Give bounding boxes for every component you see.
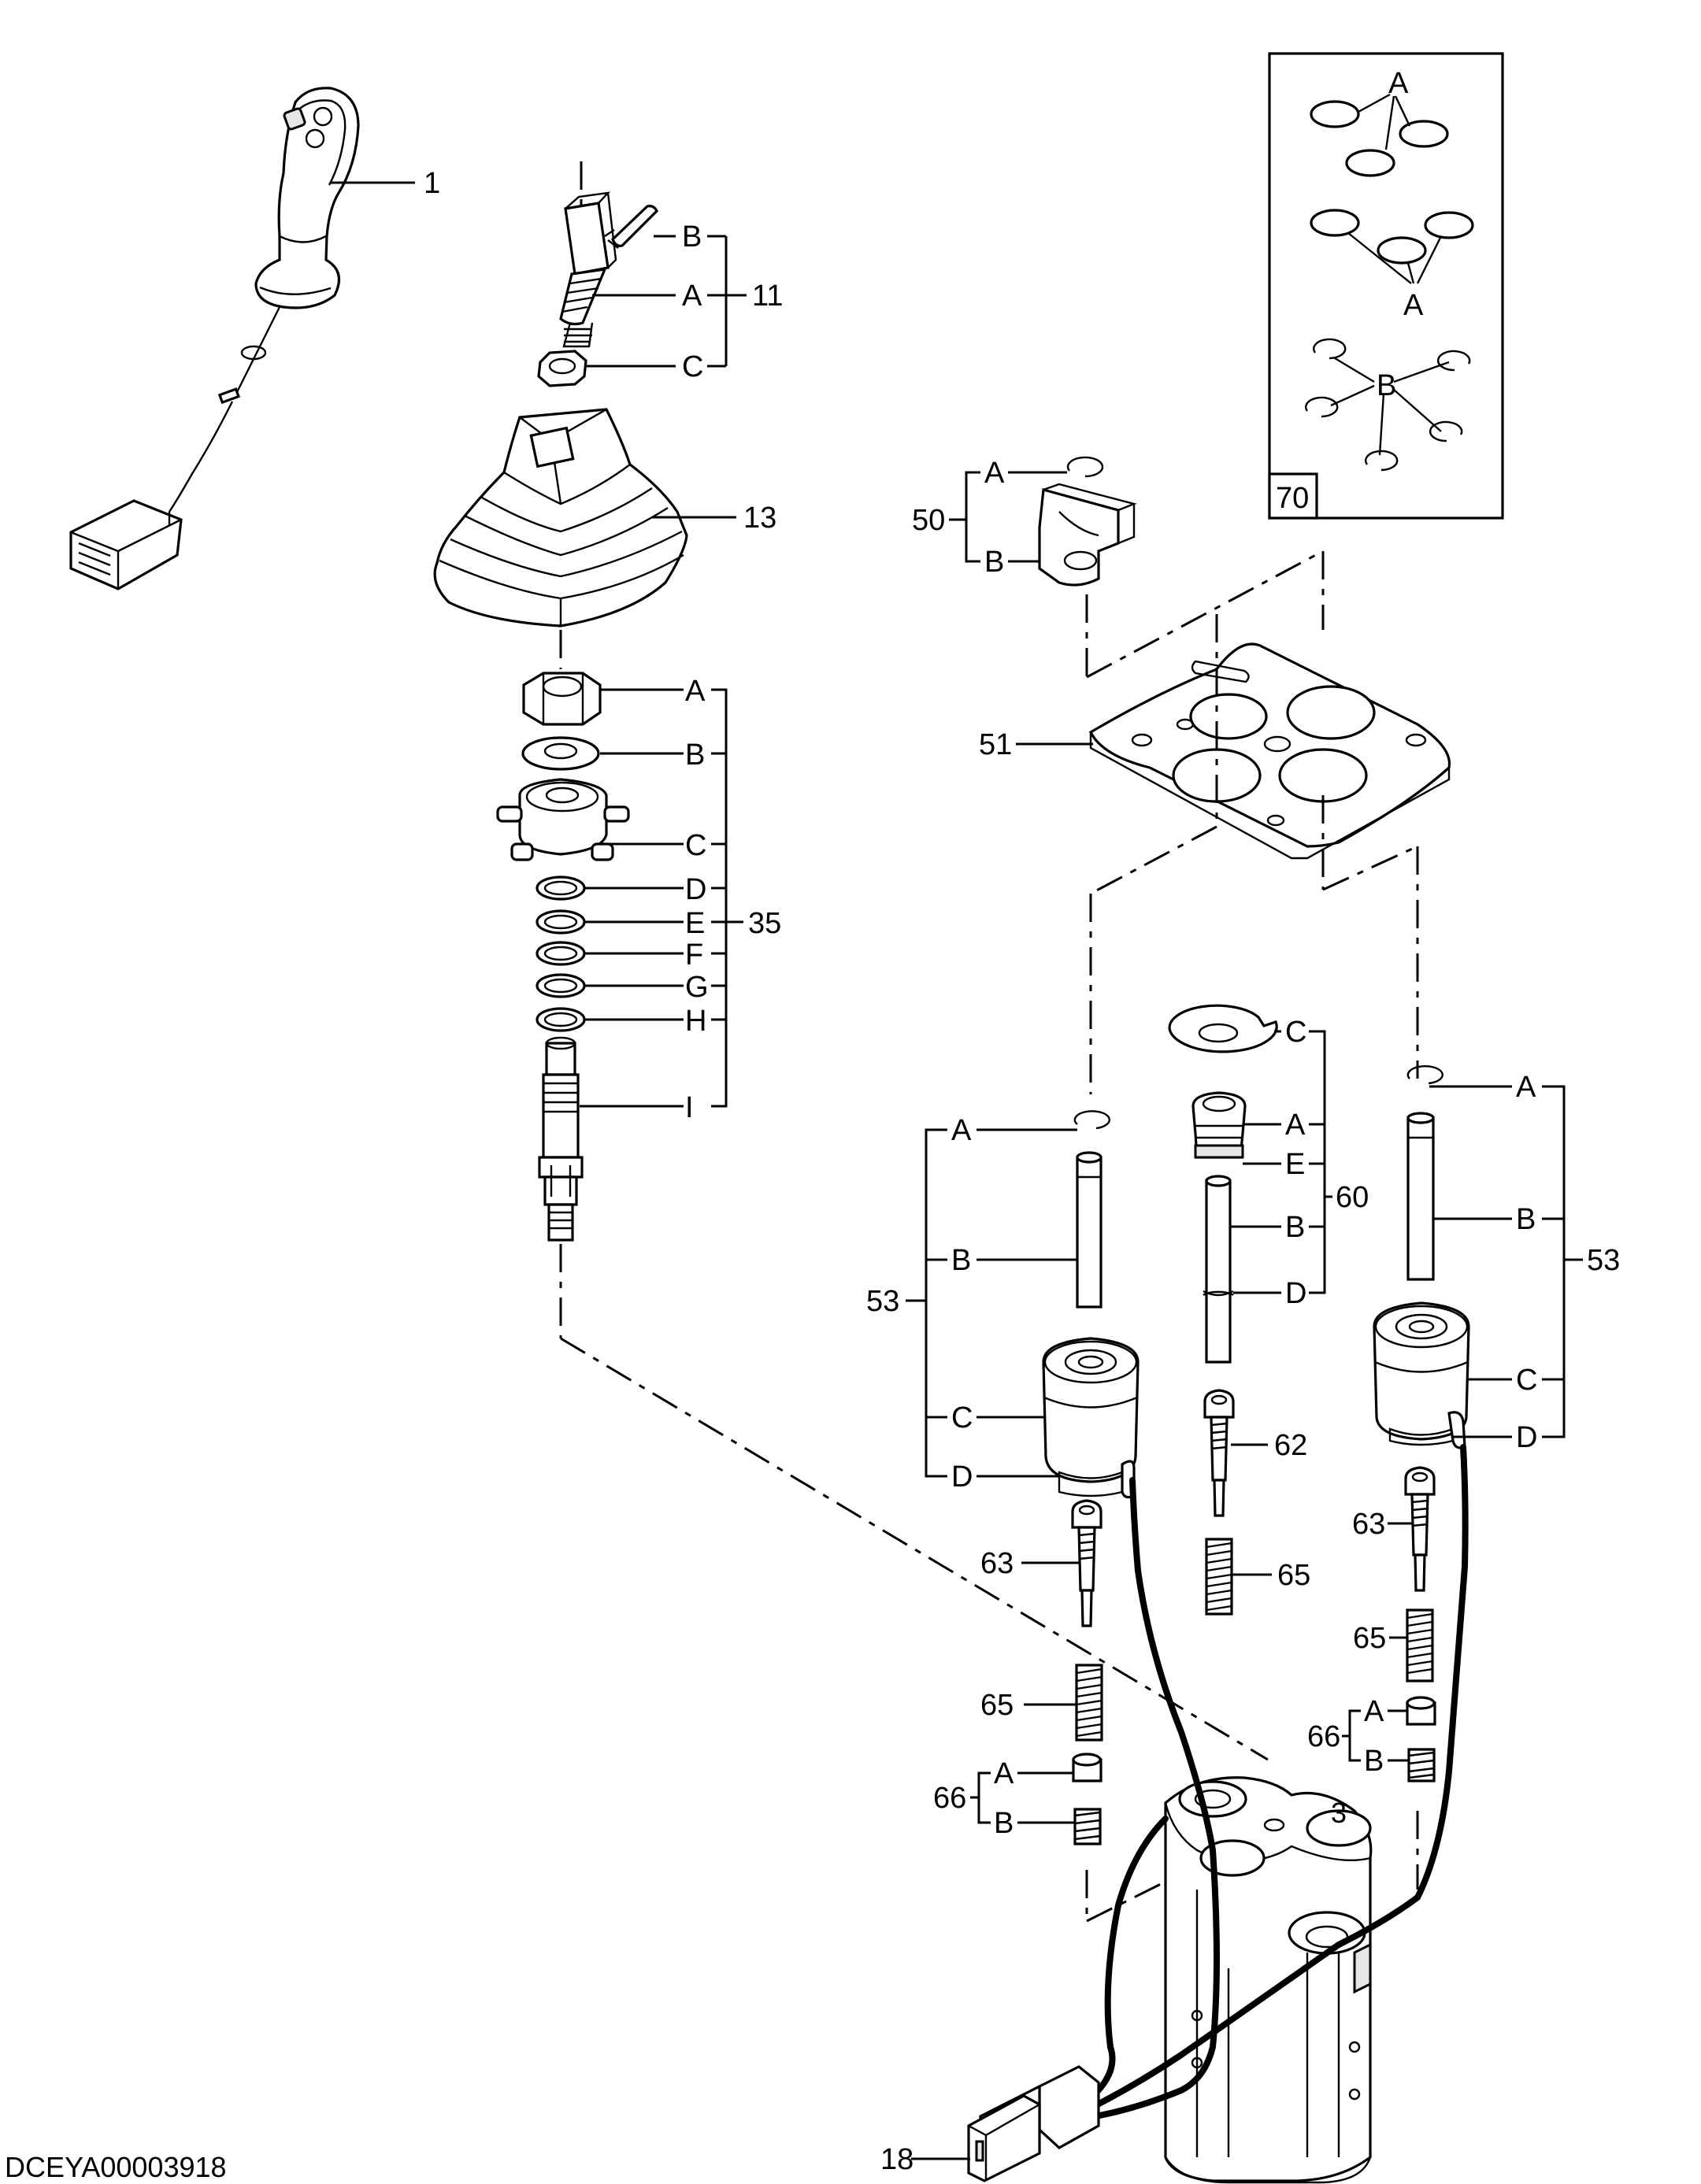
callout-35-letter-g: G — [685, 971, 709, 1004]
callout-50: 50 A B — [912, 457, 1067, 579]
callout-35: A B C D E F G H I 35 — [580, 675, 781, 1124]
callout-53-right-letter-d: D — [1516, 1421, 1537, 1454]
callout-60-letter-a: A — [1285, 1109, 1306, 1142]
spring-center — [1205, 1538, 1233, 1616]
callout-65-left: 65 — [980, 1689, 1077, 1722]
cover-plate — [1088, 614, 1451, 1094]
screws — [1071, 1389, 1436, 1627]
callout-65-left-label: 65 — [980, 1689, 1014, 1722]
callout-35-letter-b: B — [685, 738, 705, 772]
callout-13: 13 — [652, 502, 776, 535]
lever-adapter — [537, 161, 658, 387]
callout-60: C A E B D 60 — [1230, 1016, 1369, 1310]
callout-66-right-letter-a: A — [1364, 1695, 1384, 1728]
callout-53-right-letter-c: C — [1516, 1364, 1537, 1397]
callout-35-letter-c: C — [685, 829, 706, 862]
callout-53-right-letter-b: B — [1516, 1203, 1536, 1236]
callout-66-left: 66 A B — [933, 1757, 1075, 1840]
callout-35-letter-i: I — [685, 1091, 694, 1124]
callout-53-left-label: 53 — [866, 1285, 899, 1318]
callout-53-right-letter-a: A — [1516, 1071, 1536, 1104]
callout-35-letter-d: D — [685, 873, 706, 906]
callout-53-left-letter-d: D — [951, 1460, 973, 1494]
diagram-code: DCEYA00003918 — [5, 2151, 227, 2183]
callout-70-label: 70 — [1276, 482, 1309, 515]
callout-70-letter-b: B — [1377, 369, 1396, 402]
callout-50-letter-a: A — [984, 457, 1005, 490]
svg-text:3: 3 — [1331, 1797, 1347, 1829]
callout-53-left: 53 A B C D — [866, 1114, 1077, 1494]
callout-66-right: 66 A B — [1307, 1695, 1409, 1778]
callout-65-right: 65 — [1353, 1622, 1407, 1655]
callout-65-center: 65 — [1232, 1559, 1310, 1592]
callout-53-left-letter-b: B — [951, 1244, 971, 1277]
callout-60-label: 60 — [1336, 1181, 1369, 1214]
callout-63-right: 63 — [1352, 1508, 1414, 1541]
callout-50-label: 50 — [912, 504, 945, 537]
callout-63-left: 63 — [980, 1547, 1080, 1580]
inset-box-70: 70 A A B — [1268, 52, 1504, 520]
callout-51-label: 51 — [979, 728, 1012, 761]
rubber-boot — [433, 408, 688, 669]
mounting-bracket — [1038, 456, 1325, 679]
callout-35-letter-f: F — [685, 938, 703, 972]
valve-body: 3 — [1085, 1776, 1419, 2184]
joystick-handle — [69, 87, 360, 590]
spring-left — [1075, 1664, 1103, 1742]
callout-70-letter-a-top: A — [1388, 67, 1409, 100]
lever-base-assembly — [496, 672, 1269, 1761]
center-valve-assembly — [1168, 1004, 1278, 1364]
callout-18-label: 18 — [880, 2143, 914, 2176]
callout-51: 51 — [979, 728, 1093, 761]
callout-63-right-label: 63 — [1352, 1508, 1385, 1541]
callout-11-label: 11 — [752, 279, 783, 313]
callout-18: 18 — [880, 2143, 970, 2176]
callout-66-left-letter-a: A — [994, 1757, 1014, 1790]
spring-right — [1406, 1608, 1434, 1682]
callout-11-letter-b: B — [682, 220, 702, 254]
springs — [1075, 1538, 1434, 1742]
right-valve-assembly — [1373, 1065, 1470, 1449]
callout-35-letter-a: A — [685, 675, 706, 708]
callout-53-right: A B C D 53 — [1429, 1071, 1620, 1454]
callout-62: 62 — [1231, 1429, 1307, 1462]
callout-60-letter-b: B — [1285, 1211, 1305, 1244]
callout-60-letter-c: C — [1285, 1016, 1306, 1049]
callout-53-left-letter-c: C — [951, 1401, 973, 1434]
callout-66-right-letter-b: B — [1364, 1745, 1384, 1778]
callout-62-label: 62 — [1274, 1429, 1307, 1462]
callout-1-label: 1 — [424, 167, 440, 200]
callout-11-letter-a: A — [682, 279, 702, 313]
callout-65-center-label: 65 — [1277, 1559, 1310, 1592]
callout-11: B A C 11 — [587, 220, 783, 383]
callout-11-letter-c: C — [682, 350, 703, 383]
callout-53-right-label: 53 — [1587, 1244, 1620, 1277]
callout-35-label: 35 — [748, 907, 781, 940]
callout-65-right-label: 65 — [1353, 1622, 1386, 1655]
callout-66-right-label: 66 — [1307, 1720, 1340, 1753]
callout-50-letter-b: B — [984, 546, 1004, 579]
callout-70-letter-a-bottom: A — [1403, 289, 1424, 322]
callout-60-letter-d: D — [1285, 1277, 1306, 1310]
callout-1: 1 — [331, 167, 440, 200]
callout-66-left-letter-b: B — [994, 1807, 1014, 1840]
callout-53-left-letter-a: A — [951, 1114, 972, 1147]
callout-35-letter-e: E — [685, 907, 705, 940]
callout-35-letter-h: H — [685, 1005, 706, 1038]
left-valve-assembly — [1042, 1110, 1140, 1499]
wiring-harness — [967, 1444, 1469, 2182]
callout-60-letter-e: E — [1285, 1148, 1305, 1181]
callout-63-left-label: 63 — [980, 1547, 1014, 1580]
callout-66-left-label: 66 — [933, 1782, 966, 1815]
callout-13-label: 13 — [743, 502, 776, 535]
spacer-parts-66 — [1072, 1696, 1436, 1845]
